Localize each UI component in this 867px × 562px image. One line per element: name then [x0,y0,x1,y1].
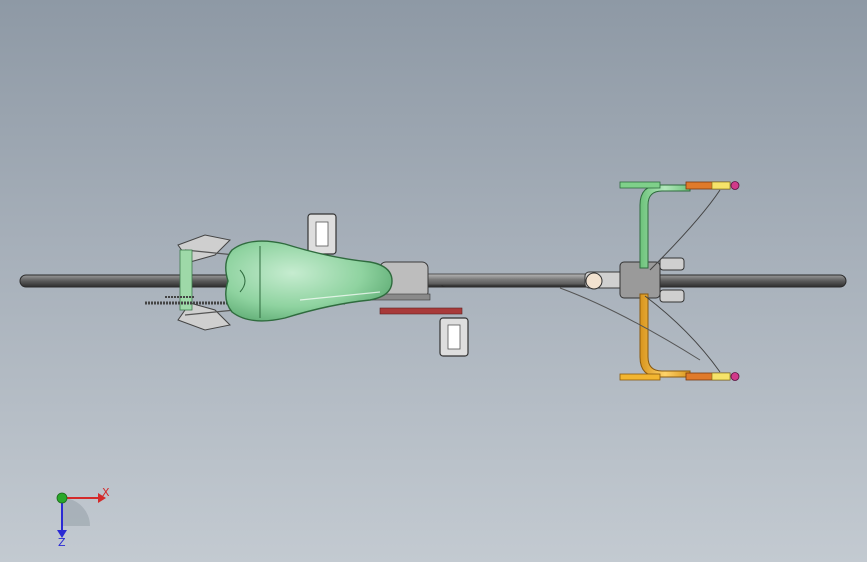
chainstay [379,307,463,315]
stem[interactable] [584,257,685,303]
handlebar-left[interactable] [619,181,740,271]
y-axis-dot [56,492,68,504]
handlebar-right[interactable] [619,293,740,381]
z-axis-arrow [57,498,67,538]
triad-shadow [62,498,90,526]
z-axis-label: Z [58,536,66,548]
right-pedal[interactable] [439,317,469,357]
brake-cable [559,287,701,361]
x-axis-label: X [102,486,110,499]
x-axis-arrow [62,493,106,503]
reference-triad[interactable]: X Z [40,478,120,548]
rear-derailleur[interactable] [177,234,236,331]
saddle[interactable] [225,240,393,322]
